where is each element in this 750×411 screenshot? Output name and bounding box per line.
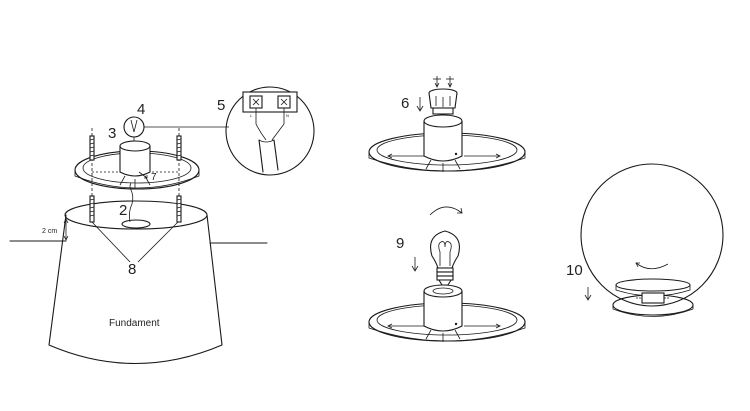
globe: [580, 163, 724, 307]
step-9: 9: [396, 235, 404, 252]
terminal-l: L: [250, 113, 253, 118]
terminal-detail: L N: [225, 86, 315, 176]
foundation-assembly: 2 cm 8 2 Fundament 7: [9, 86, 315, 365]
depth-label: 2 cm: [42, 228, 57, 235]
rotate-arrow-globe: [635, 262, 669, 270]
anchor-bolt-left: [89, 195, 95, 223]
step-9-assembly: 9: [368, 206, 526, 342]
cable-hole: [121, 219, 151, 229]
terminal-n: N: [286, 113, 289, 118]
anchor-bolt-right: [176, 195, 182, 223]
globe-collar: [615, 278, 691, 292]
cable: [128, 182, 134, 223]
step-2: 2: [119, 202, 127, 219]
step-6: 6: [401, 95, 409, 112]
rotate-arrow: [429, 206, 463, 216]
screw-left: [89, 128, 95, 196]
lamp-socket: [119, 140, 151, 188]
screw-right: [176, 128, 182, 196]
step-4: 4: [137, 101, 145, 118]
foundation-body: [48, 214, 223, 365]
foundation-top: [64, 200, 208, 230]
light-bulb: [430, 230, 460, 286]
wire-connector: [123, 116, 145, 138]
step-8: 8: [128, 261, 136, 278]
pointer-8-right: [137, 221, 179, 263]
step-5: 5: [217, 97, 225, 114]
step-3: 3: [108, 125, 116, 142]
step-6-assembly: 6: [368, 76, 526, 172]
pointer-8-left: [91, 221, 131, 263]
foundation-label: Fundament: [109, 318, 160, 329]
step-7: 7: [151, 172, 157, 183]
step-10: 10: [566, 262, 583, 279]
step-10-assembly: 10: [566, 163, 724, 317]
